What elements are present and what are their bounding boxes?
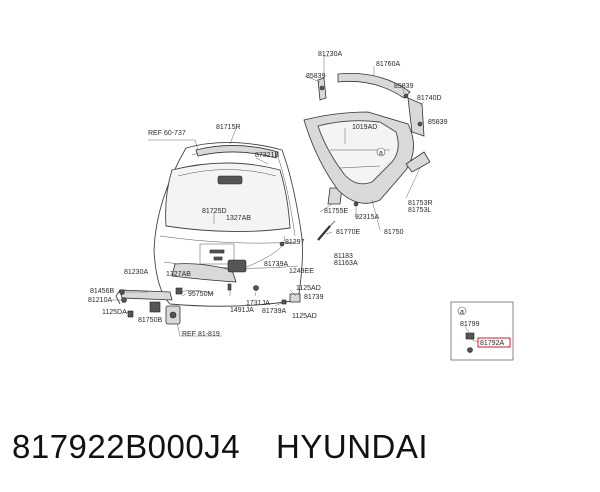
callout-85839-c: 85839: [428, 119, 448, 126]
license-plate-area: [199, 243, 235, 265]
callout-1125AD-b: 1125AD: [292, 313, 317, 320]
callout-92315A: 92315A: [355, 214, 379, 221]
callout-81753R: 81753R: [408, 200, 433, 207]
tailgate-spoiler-87321B: [195, 145, 279, 185]
callout-81792A-highlighted: 81792A: [480, 340, 504, 347]
circle-marker-a-main: a: [376, 147, 386, 157]
inset-marker-a-text: a: [460, 309, 464, 316]
trim-panel-81750: [303, 111, 414, 204]
cable-95750M: [175, 287, 215, 295]
highlighted-part-box: [477, 337, 511, 348]
screw-92315A: [353, 201, 359, 207]
bolt-1491JA: [227, 283, 232, 291]
callout-85839-b: 85839: [394, 83, 414, 90]
callout-1125AD-a: 1125AD: [296, 285, 321, 292]
ref-60-737: REF 60-737: [148, 130, 186, 137]
ref-81-819: REF 81-819: [182, 331, 220, 338]
callout-81755E: 81755E: [324, 208, 348, 215]
callout-81297: 81297: [285, 239, 305, 246]
trim-side-81740D: [407, 97, 425, 137]
wiring-81739A: [237, 235, 285, 271]
callout-1125DA: 1125DA: [102, 309, 127, 316]
callout-1327AB-b: 1327AB: [166, 271, 191, 278]
brand-name: HYUNDAI: [276, 428, 429, 465]
part-number: 817922B000J4: [12, 428, 241, 465]
callout-81730A: 81730A: [318, 51, 342, 58]
callout-81456B: 81456B: [90, 288, 114, 295]
detail-inset: a: [450, 301, 514, 361]
callout-labels: 81730A 85839 81760A 85839 81740D 85839 1…: [88, 51, 504, 347]
callout-81715R: 81715R: [216, 124, 241, 131]
trim-upper-81760A: [337, 73, 411, 99]
callout-81163A: 81163A: [334, 260, 358, 267]
callout-81760A: 81760A: [376, 61, 400, 68]
callout-81183: 81183: [334, 253, 353, 260]
callout-81750: 81750: [384, 229, 404, 236]
callout-1491JA: 1491JA: [230, 307, 254, 314]
handle-81753: [405, 151, 431, 173]
callout-95750M: 95750M: [188, 291, 213, 298]
callout-81739A: 81739A: [264, 261, 288, 268]
callout-81799: 81799: [460, 321, 480, 328]
gas-lifter-81770E: [317, 220, 336, 241]
leader-lines: [112, 55, 471, 335]
callout-81740D: 81740D: [417, 95, 442, 102]
bolt-1731JA: [253, 285, 259, 291]
callout-1249EE: 1249EE: [289, 268, 314, 275]
stopper-81739: [281, 293, 301, 305]
callout-81753L: 81753L: [408, 207, 431, 214]
exploded-parts-diagram: a a: [88, 51, 514, 361]
tailgate-glass: [165, 162, 291, 232]
callout-85839-a: 85839: [306, 73, 326, 80]
callout-1327AB-a: 1327AB: [226, 215, 251, 222]
part-caption: 817922B000J4 HYUNDAI: [12, 428, 428, 476]
callout-81739A-2: 81739A: [262, 308, 286, 315]
clips-85839: [319, 85, 423, 127]
callout-81210A: 81210A: [88, 297, 112, 304]
callout-81750B: 81750B: [138, 317, 162, 324]
circle-marker-a-text: a: [379, 150, 383, 157]
latch-81750B: [165, 305, 181, 325]
callout-87321B: 87321B: [255, 152, 279, 159]
callout-81739: 81739: [304, 294, 324, 301]
callout-81230A: 81230A: [124, 269, 148, 276]
callout-81770E: 81770E: [336, 229, 360, 236]
callout-1731JA: 1731JA: [246, 300, 270, 307]
handle-81230A: [115, 289, 173, 313]
callout-1019AD: 1019AD: [352, 124, 377, 131]
callout-81725D: 81725D: [202, 208, 227, 215]
